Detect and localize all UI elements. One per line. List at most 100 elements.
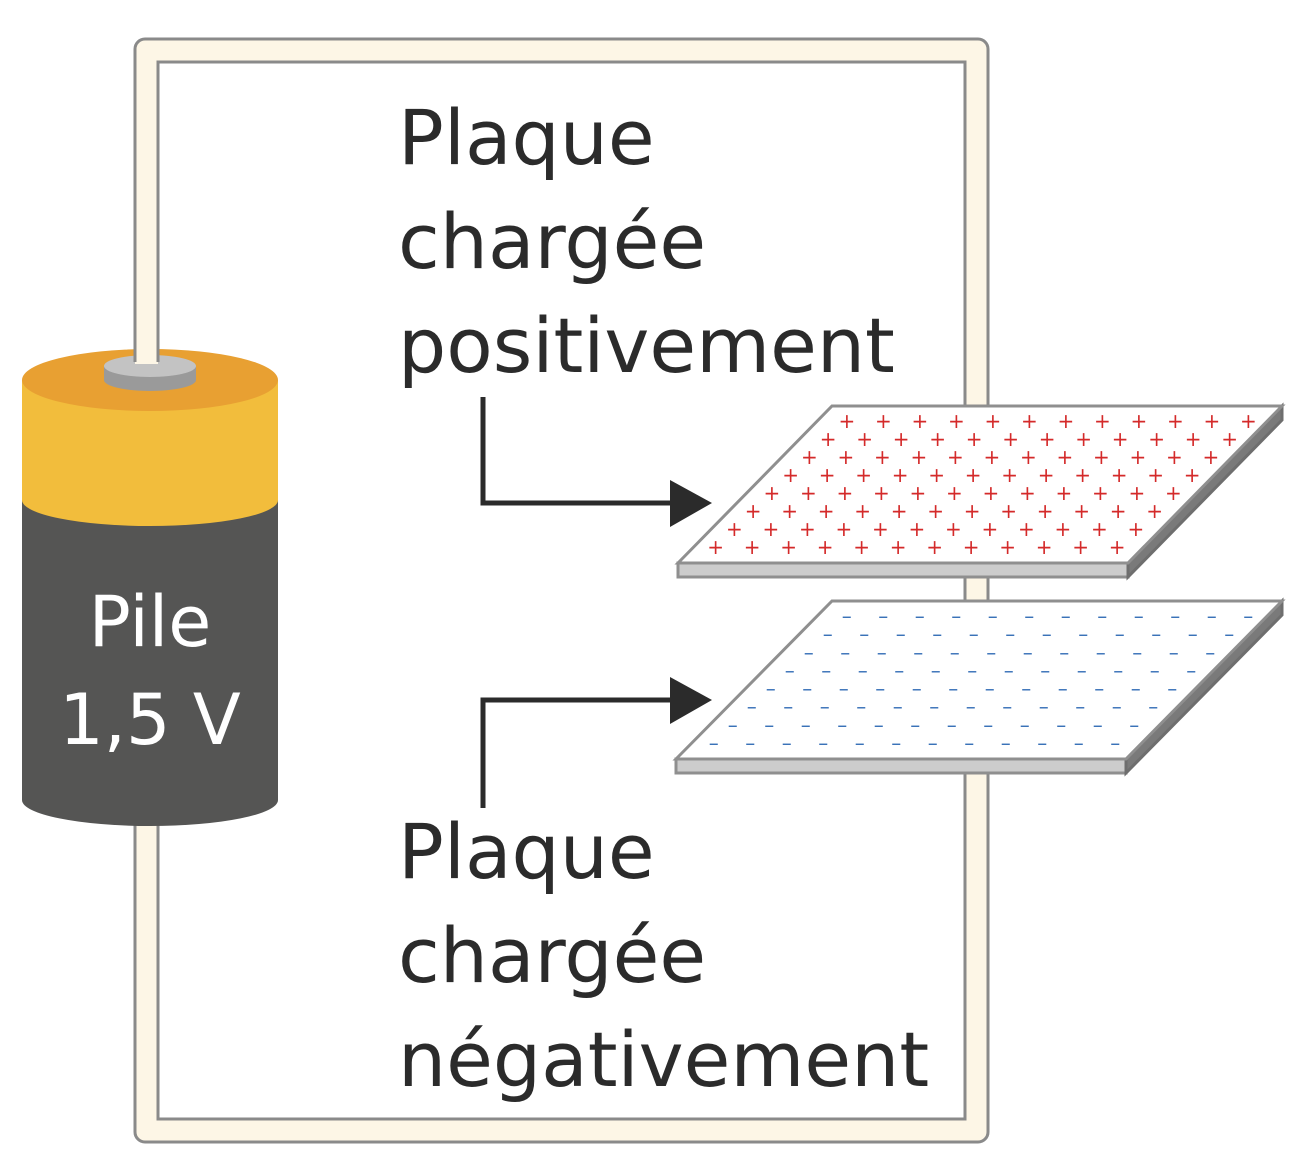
minus-charge: –	[1001, 731, 1011, 755]
plus-charge: +	[781, 499, 798, 523]
arrow-to-negative-plate	[480, 677, 712, 808]
minus-charge: –	[1097, 604, 1107, 628]
plus-charge: +	[1131, 409, 1148, 433]
plus-charge: +	[892, 463, 909, 487]
plus-charge: +	[926, 535, 943, 559]
minus-charge: –	[1186, 658, 1196, 682]
plus-charge: +	[1165, 481, 1182, 505]
plus-charge: +	[818, 499, 835, 523]
minus-charge: –	[859, 622, 869, 646]
battery-name: Pile	[88, 581, 212, 663]
plus-charge: +	[745, 499, 762, 523]
plus-charge: +	[947, 445, 964, 469]
positive-label-line-1: Plaque	[398, 93, 655, 182]
plus-charge: +	[1204, 409, 1221, 433]
minus-charge: –	[950, 640, 960, 664]
minus-charge: –	[1058, 677, 1068, 701]
minus-charge: –	[1040, 658, 1050, 682]
plus-charge: +	[764, 481, 781, 505]
plus-charge: +	[1166, 445, 1183, 469]
positive-label-line-3: positivement	[398, 301, 895, 390]
minus-charge: –	[1056, 713, 1066, 737]
minus-charge: –	[1113, 658, 1123, 682]
minus-charge: –	[839, 677, 849, 701]
minus-charge: –	[855, 731, 865, 755]
plus-charge: +	[1147, 463, 1164, 487]
plus-charge: +	[800, 481, 817, 505]
plus-charge: +	[1021, 409, 1038, 433]
plus-charge: +	[1092, 481, 1109, 505]
plus-charge: +	[744, 535, 761, 559]
minus-charge: –	[1096, 640, 1106, 664]
minus-charge: –	[1078, 622, 1088, 646]
plus-charge: +	[875, 409, 892, 433]
circuit-wire	[133, 37, 990, 1144]
plus-charge: +	[707, 535, 724, 559]
plus-charge: +	[873, 481, 890, 505]
minus-charge: –	[877, 640, 887, 664]
minus-charge: –	[1020, 713, 1030, 737]
minus-charge: –	[858, 658, 868, 682]
plus-charge: +	[1019, 481, 1036, 505]
positive-label-line-2: chargée	[398, 197, 707, 286]
minus-charge: –	[947, 713, 957, 737]
minus-charge: –	[1148, 695, 1158, 719]
positive-plate-label: Plaque chargée positivement	[398, 86, 895, 398]
minus-charge: –	[1132, 640, 1142, 664]
battery	[22, 60, 278, 826]
minus-charge: –	[840, 640, 850, 664]
minus-charge: –	[842, 604, 852, 628]
plus-charge: +	[928, 463, 945, 487]
battery-voltage: 1,5 V	[59, 679, 241, 761]
negative-charges: ––––––––––––––––––––––––––––––––––––––––…	[709, 604, 1254, 755]
plus-charge: +	[782, 463, 799, 487]
plus-charge: +	[1148, 427, 1165, 451]
minus-charge: –	[912, 677, 922, 701]
positive-plate-top	[674, 404, 1286, 565]
plus-charge: +	[1055, 517, 1072, 541]
plus-charge: +	[1020, 445, 1037, 469]
plus-charge: +	[911, 445, 928, 469]
plus-charge: +	[1018, 517, 1035, 541]
plus-charge: +	[1037, 499, 1054, 523]
minus-charge: –	[986, 640, 996, 664]
plus-charge: +	[801, 445, 818, 469]
plus-charge: +	[983, 481, 1000, 505]
negative-label-line-2: chargée	[398, 911, 707, 1000]
minus-charge: –	[804, 640, 814, 664]
minus-charge: –	[782, 731, 792, 755]
plus-charge: +	[948, 409, 965, 433]
minus-charge: –	[801, 713, 811, 737]
minus-charge: –	[894, 658, 904, 682]
minus-charge: –	[928, 731, 938, 755]
plus-charge: +	[855, 463, 872, 487]
plus-charge: +	[836, 517, 853, 541]
plus-charge: +	[1146, 499, 1163, 523]
battery-label: Pile 1,5 V	[22, 573, 278, 769]
minus-charge: –	[1129, 713, 1139, 737]
plus-charge: +	[909, 517, 926, 541]
battery-top-band	[22, 380, 278, 526]
minus-charge: –	[929, 695, 939, 719]
minus-charge: –	[1131, 677, 1141, 701]
minus-charge: –	[896, 622, 906, 646]
negative-plate-top	[672, 599, 1286, 761]
negative-plate-side	[674, 757, 1128, 775]
minus-charge: –	[856, 695, 866, 719]
plus-charge: +	[1167, 409, 1184, 433]
minus-charge: –	[802, 677, 812, 701]
minus-charge: –	[1093, 713, 1103, 737]
minus-charge: –	[820, 695, 830, 719]
minus-charge: –	[966, 695, 976, 719]
plus-charge: +	[763, 517, 780, 541]
positive-plate: ++++++++++++++++++++++++++++++++++++++++…	[674, 402, 1286, 581]
minus-charge: –	[1150, 658, 1160, 682]
plus-charge: +	[872, 517, 889, 541]
plus-charge: +	[982, 517, 999, 541]
minus-charge: –	[1061, 604, 1071, 628]
plus-charge: +	[1057, 445, 1074, 469]
minus-charge: –	[891, 731, 901, 755]
plus-charge: +	[817, 535, 834, 559]
minus-charge: –	[983, 713, 993, 737]
minus-charge: –	[969, 622, 979, 646]
